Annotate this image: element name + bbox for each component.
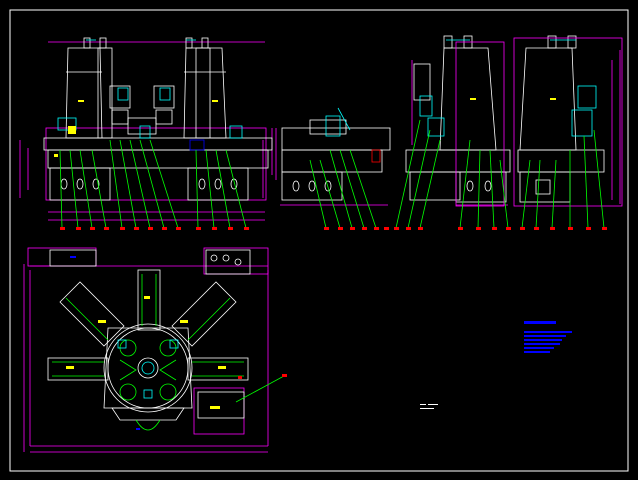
spindle-heads — [109, 85, 175, 135]
drawing-note — [420, 404, 438, 409]
side-left-dimensions — [275, 128, 388, 206]
plan-view — [23, 247, 287, 453]
side-left-tooling — [325, 107, 351, 137]
side-elevation-right-view-a — [394, 35, 511, 230]
plan-marks — [66, 296, 226, 409]
side-right-b-tooling — [550, 39, 597, 137]
front-blue-block — [189, 139, 205, 151]
side-left-red-block — [371, 149, 381, 163]
parts-list-table — [524, 321, 572, 353]
side-right-a-dimensions — [411, 41, 508, 207]
side-right-a-balloons — [394, 227, 511, 230]
drawing-frame — [9, 9, 629, 472]
side-left-balloons — [324, 227, 389, 230]
side-right-b-leaders — [521, 129, 605, 229]
parts-list-rows — [524, 331, 572, 353]
side-right-b-column — [517, 35, 605, 203]
front-hatch-marks — [54, 100, 218, 157]
side-right-a-tooling — [419, 39, 470, 137]
front-balloons — [60, 227, 249, 230]
plan-rotary-table — [103, 323, 193, 421]
parts-list-header — [524, 321, 556, 324]
side-right-b-dimensions — [513, 37, 623, 207]
plan-dimension-lines — [23, 247, 269, 453]
front-leaders — [59, 139, 247, 229]
side-elevation-right-view-b — [513, 35, 623, 230]
plan-balloon-small — [238, 376, 242, 379]
plan-tooling — [117, 339, 179, 399]
side-left-body — [281, 119, 391, 201]
plan-arms — [47, 269, 249, 381]
front-elevation-view — [19, 37, 273, 230]
side-left-leaders — [309, 149, 377, 229]
plan-leader — [235, 375, 285, 403]
side-right-a-leaders — [395, 119, 509, 229]
front-tooling — [57, 39, 243, 139]
side-right-a-mark — [470, 98, 476, 100]
plan-balloon — [282, 374, 287, 377]
plan-blue-marks — [70, 256, 140, 430]
plan-boxes — [49, 249, 251, 419]
right-column — [183, 37, 227, 139]
side-right-b-balloons — [520, 227, 607, 230]
side-right-b-mark — [550, 98, 556, 100]
side-elevation-left-view — [275, 107, 391, 230]
machine-bed — [43, 137, 273, 201]
